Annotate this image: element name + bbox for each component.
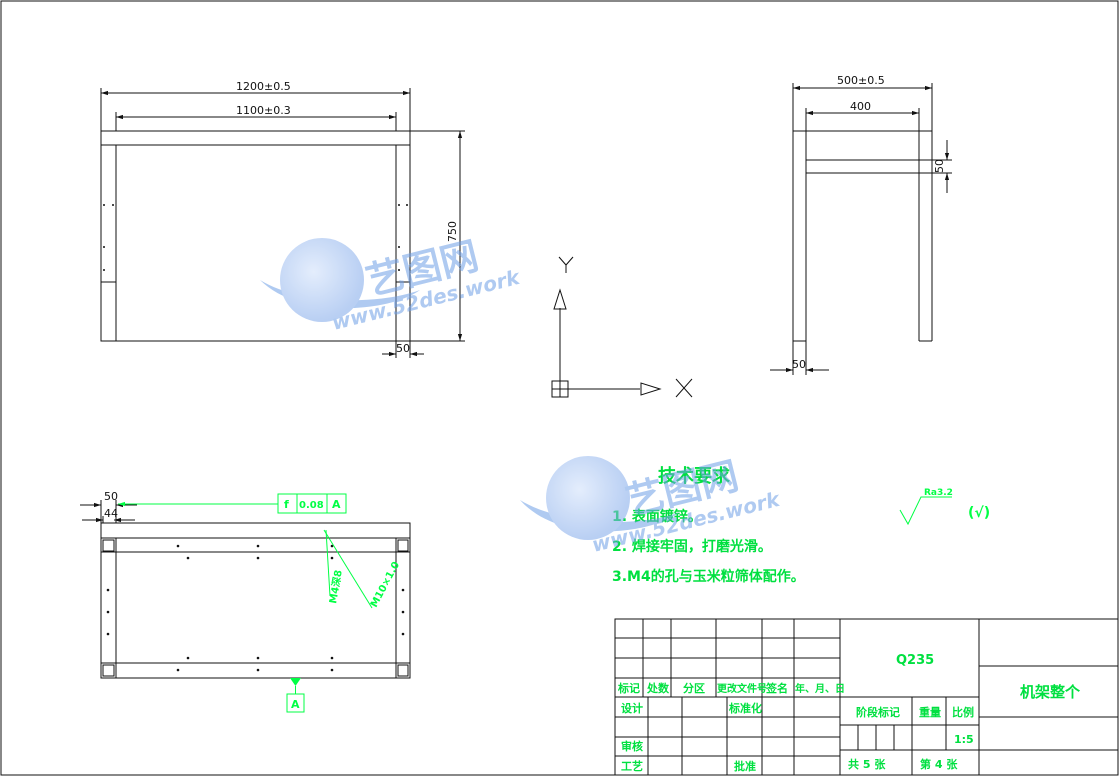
tb-sheet-total: 共 5 张: [848, 757, 886, 771]
tb-header-change-doc: 更改文件号: [717, 682, 767, 695]
front-height: 750: [446, 221, 459, 242]
top-dim-inner: 44: [104, 507, 118, 520]
tolerance-symbol: f: [284, 498, 289, 511]
watermark-lower-globe-icon: [546, 456, 630, 540]
ucs-axes: [551, 256, 693, 398]
tb-process: 工艺: [621, 759, 643, 773]
tech-req-title: 技术要求: [658, 465, 731, 487]
tb-header-count: 处数: [646, 681, 670, 695]
front-width-overall: 1200±0.5: [236, 80, 291, 93]
side-width-overall: 500±0.5: [837, 74, 885, 87]
thread-label-m10: M10×1.0: [369, 560, 402, 609]
tolerance-frame: f 0.08 A: [118, 493, 347, 514]
front-leg-width: 50: [396, 342, 410, 355]
thread-callouts: M4深8 M10×1.0: [323, 529, 402, 609]
side-rail-height: 50: [933, 159, 946, 173]
side-leg-width: 50: [792, 358, 806, 371]
tb-approve: 批准: [734, 759, 756, 773]
top-dim-outer: 50: [104, 490, 118, 503]
surface-roughness: Ra3.2 (√): [899, 488, 990, 526]
tb-header-mark: 标记: [617, 681, 640, 695]
tolerance-datum: A: [332, 498, 341, 511]
side-view: [770, 83, 952, 375]
title-block-text: 标记 处数 分区 更改文件号 签名 年、月、日 设计 标准化 审核 工艺 批准 …: [617, 653, 1081, 773]
roughness-other: (√): [968, 505, 990, 521]
tb-material: Q235: [896, 653, 934, 668]
top-view: [80, 500, 411, 679]
tb-weight: 重量: [919, 705, 941, 719]
tb-review: 审核: [621, 739, 643, 753]
datum-marker-label: A: [291, 698, 300, 711]
tb-header-date: 年、月、日: [795, 682, 845, 695]
datum-marker: A: [286, 678, 305, 713]
front-view-dimensions: 1200±0.5 1100±0.3 750 50: [236, 80, 459, 355]
front-view: [100, 88, 465, 358]
front-width-inner: 1100±0.3: [236, 104, 291, 117]
side-view-dimensions: 500±0.5 400 50 50: [792, 74, 946, 371]
tech-req-item-3: 3.M4的孔与玉米粒筛体配作。: [612, 568, 805, 585]
watermark-upper: 艺图网 www.52des.work: [260, 233, 523, 335]
tb-header-signature: 签名: [765, 681, 788, 695]
roughness-value: Ra3.2: [924, 488, 953, 498]
tb-scale-label: 比例: [952, 705, 974, 719]
tb-scale: 1:5: [954, 733, 974, 746]
tb-part-name: 机架整个: [1020, 683, 1081, 701]
top-view-dimensions: 50 44: [104, 490, 118, 520]
title-block: [614, 618, 1119, 776]
tb-sheet-num: 第 4 张: [920, 757, 958, 771]
tech-req-item-2: 2. 焊接牢固，打磨光滑。: [612, 538, 772, 555]
tb-design: 设计: [621, 701, 643, 715]
tb-stage-mark: 阶段标记: [856, 705, 900, 719]
side-width-inner: 400: [850, 100, 871, 113]
tb-standardization: 标准化: [728, 701, 762, 715]
tb-header-zone: 分区: [683, 681, 705, 695]
tolerance-value: 0.08: [299, 500, 324, 511]
watermark-globe-icon: [280, 238, 364, 322]
